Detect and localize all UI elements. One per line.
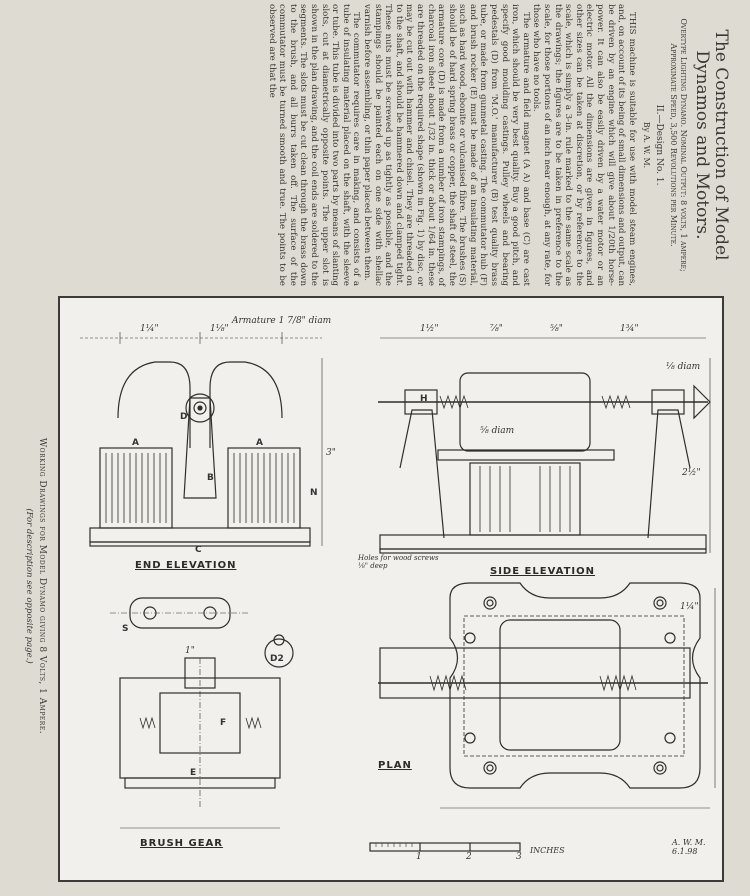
side-elevation: [378, 337, 711, 554]
section-heading: II.—Design No. 1.: [654, 104, 664, 186]
field-note: ⅝ diam: [480, 426, 515, 436]
brush-gear: [110, 597, 294, 829]
brush-label: D2: [270, 654, 284, 664]
draughtsman-signature: A. W. M. 6.1.98: [672, 838, 706, 856]
armature-note: Armature 1 7/8" diam: [232, 316, 332, 326]
engineering-drawing: [80, 332, 716, 852]
part-label: A: [132, 438, 139, 448]
dimension: ⅞": [490, 324, 503, 334]
brush-gear-caption: BRUSH GEAR: [140, 838, 223, 849]
scale-tick: 3: [516, 852, 522, 862]
plate-caption-column: Working Drawings for Model Dynamo giving…: [0, 296, 56, 882]
part-label: B: [207, 473, 214, 483]
part-label: D: [180, 412, 188, 422]
dimension: 3": [326, 448, 336, 458]
part-label: E: [190, 768, 197, 778]
plate-caption: Working Drawings for Model Dynamo giving…: [22, 306, 48, 866]
article-subtitle: Overtype Lighting Dynamo. Nominal Output…: [669, 18, 688, 272]
holes-note: Holes for wood screws ⅛" deep: [358, 554, 439, 570]
article-title: The Construction of Model Dynamos and Mo…: [692, 29, 730, 261]
dimension: 1½": [420, 324, 439, 334]
plan-caption: PLAN: [378, 760, 412, 771]
scale-bar: [369, 842, 521, 852]
part-label: F: [220, 718, 227, 728]
part-label: C: [195, 545, 202, 555]
article-column: The Construction of Model Dynamos and Mo…: [30, 0, 730, 290]
dimension: ⅝": [550, 324, 563, 334]
scale-tick: 1: [416, 852, 422, 862]
plate-caption-note: (For description see opposite page.): [24, 508, 34, 664]
part-label: H: [420, 394, 428, 404]
dimension: 1¼": [140, 324, 159, 334]
dimension: 2½": [682, 468, 701, 478]
article-text: The Construction of Model Dynamos and Mo…: [30, 0, 730, 290]
end-elevation-caption: END ELEVATION: [135, 560, 237, 571]
part-label: N: [310, 488, 318, 498]
drawing-plate: END ELEVATION SIDE ELEVATION PLAN BRUSH …: [58, 296, 724, 882]
dimension: 1¾": [620, 324, 639, 334]
plate-caption-title: Working Drawings for Model Dynamo giving…: [37, 437, 47, 735]
plan-view: [378, 582, 716, 809]
paragraph: The armature and field magnet (A A) and …: [361, 4, 531, 286]
author-line: By A. W. M.: [642, 121, 652, 169]
scale-tick: 2: [466, 852, 472, 862]
paragraph: The commutator requires care in making, …: [266, 4, 362, 286]
shaft-note: ⅛ diam: [666, 362, 701, 372]
part-label: A: [256, 438, 263, 448]
end-elevation: [80, 332, 323, 547]
side-elevation-caption: SIDE ELEVATION: [490, 566, 596, 577]
dimension: 1": [185, 646, 195, 656]
part-label: S: [122, 624, 129, 634]
scale-unit: INCHES: [530, 846, 565, 855]
paragraph: THIS machine is suitable for use with mo…: [531, 4, 637, 286]
dimension: 1⅛": [210, 324, 229, 334]
dimension: 1¼": [680, 602, 699, 612]
